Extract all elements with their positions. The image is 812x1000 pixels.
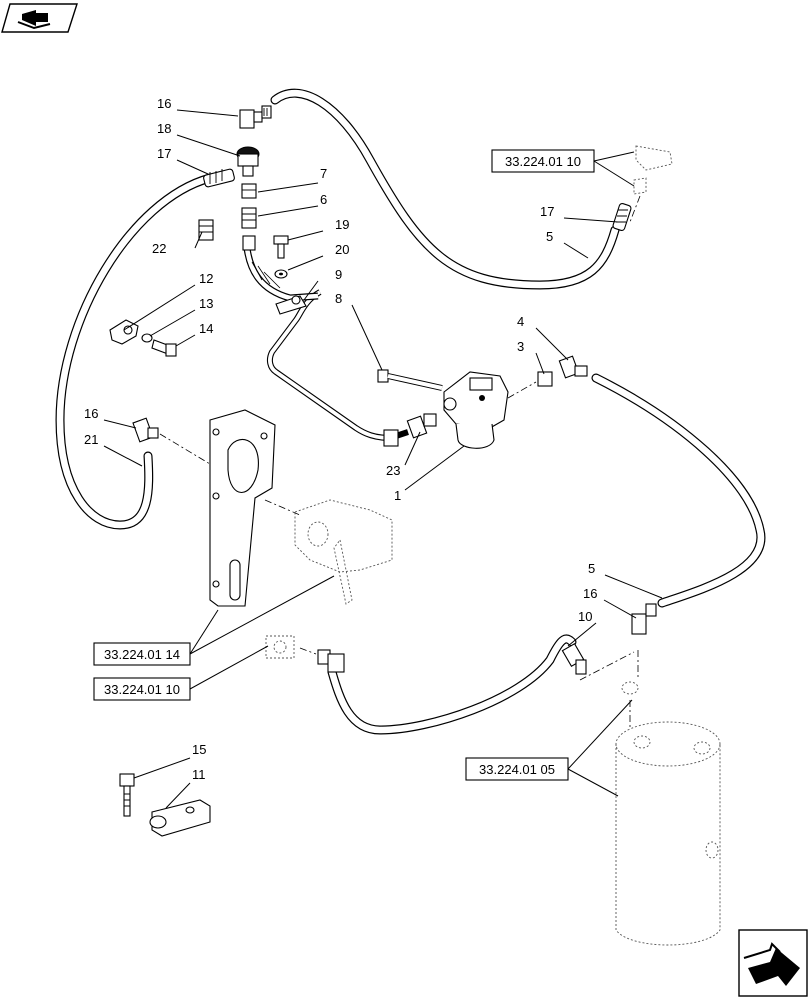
label-21: 21 xyxy=(84,432,98,447)
connector-3 xyxy=(507,371,553,399)
adapter-23 xyxy=(383,413,437,447)
label-16-left: 16 xyxy=(84,406,98,421)
bolt-15 xyxy=(119,773,135,817)
fitting-6 xyxy=(241,207,257,251)
label-4: 4 xyxy=(517,314,524,329)
ref-box-tank[interactable]: 33.224.01 05 xyxy=(465,757,569,781)
label-7: 7 xyxy=(320,166,327,181)
label-5-upper: 5 xyxy=(546,229,553,244)
label-9: 9 xyxy=(335,267,342,282)
label-3: 3 xyxy=(517,339,524,354)
label-12: 12 xyxy=(199,271,213,286)
bolt-8 xyxy=(377,369,443,391)
pipe-6-bend xyxy=(243,247,319,302)
hose-5-upper xyxy=(270,88,620,290)
valve-fitting-18 xyxy=(236,146,260,177)
coupling-head-ghost xyxy=(264,499,393,605)
nipple-17-top xyxy=(203,168,235,188)
book-arrow-icon[interactable] xyxy=(1,3,78,33)
elbow-fitting-16-left xyxy=(132,417,211,465)
elbow-fitting-10 xyxy=(561,642,639,681)
washer-13 xyxy=(141,333,153,343)
ghost-elbow-top-right xyxy=(629,145,673,223)
label-14: 14 xyxy=(199,321,213,336)
hose-10 xyxy=(327,634,577,735)
label-20: 20 xyxy=(335,242,349,257)
bolt-19 xyxy=(273,235,289,259)
leader-lines xyxy=(103,109,663,809)
elbow-4 xyxy=(558,355,588,379)
label-8: 8 xyxy=(335,291,342,306)
clip-9 xyxy=(275,295,307,315)
label-1: 1 xyxy=(394,488,401,503)
nut-22 xyxy=(198,219,214,241)
mounting-plate xyxy=(209,409,276,607)
label-19: 19 xyxy=(335,217,349,232)
nipple-17-right xyxy=(612,203,632,231)
hose-5-lower xyxy=(591,373,766,608)
bolt-14 xyxy=(151,339,177,357)
label-10: 10 xyxy=(578,609,592,624)
label-16: 16 xyxy=(157,96,171,111)
label-16-right: 16 xyxy=(583,586,597,601)
elbow-fitting-10-left xyxy=(317,649,345,673)
pipe-9 xyxy=(266,289,391,441)
label-17: 17 xyxy=(157,146,171,161)
label-23: 23 xyxy=(386,463,400,478)
ref-box-coupler[interactable]: 33.224.01 10 xyxy=(93,677,191,701)
label-6: 6 xyxy=(320,192,327,207)
coupler-ghost xyxy=(265,635,317,659)
air-tank-ghost xyxy=(615,681,721,946)
label-17-right: 17 xyxy=(540,204,554,219)
label-11: 11 xyxy=(192,767,206,782)
label-18: 18 xyxy=(157,121,171,136)
part-labels: 16 18 17 7 6 19 20 9 8 22 12 13 14 16 21… xyxy=(84,96,597,782)
label-13: 13 xyxy=(199,296,213,311)
elbow-fitting-16-right xyxy=(631,603,657,635)
ref-box-top-right[interactable]: 33.224.01 10 xyxy=(491,149,595,173)
label-5-lower: 5 xyxy=(588,561,595,576)
label-15: 15 xyxy=(192,742,206,757)
washer-20 xyxy=(274,269,288,279)
ref-text-bracket: 33.224.01 14 xyxy=(104,647,180,662)
hose-21 xyxy=(55,173,215,530)
next-page-arrow-icon[interactable] xyxy=(738,929,808,997)
label-22: 22 xyxy=(152,241,166,256)
elbow-fitting-16-top xyxy=(239,105,272,129)
bracket-11 xyxy=(149,799,211,837)
ref-text-tank: 33.224.01 05 xyxy=(479,762,555,777)
ref-box-bracket[interactable]: 33.224.01 14 xyxy=(93,642,191,666)
brake-valve-1 xyxy=(443,371,509,449)
ref-text-top-right: 33.224.01 10 xyxy=(505,154,581,169)
nut-7 xyxy=(241,183,257,199)
ref-text-coupler: 33.224.01 10 xyxy=(104,682,180,697)
